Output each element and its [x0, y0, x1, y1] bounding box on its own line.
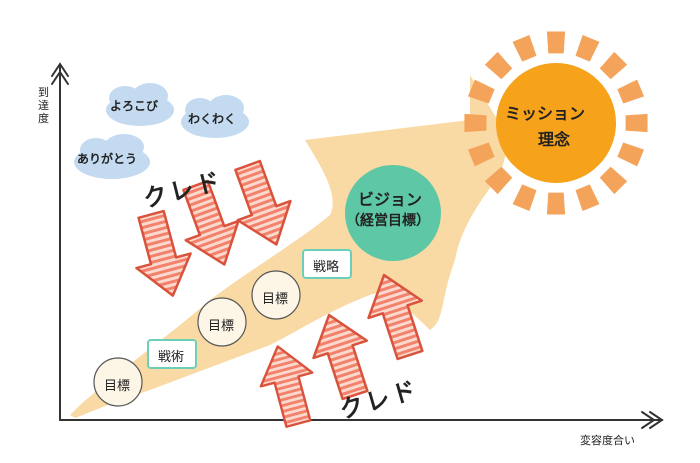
- goal-text-3: 目標: [262, 292, 289, 307]
- mission-sun: [464, 31, 648, 215]
- vision-circle: [345, 165, 441, 261]
- sun-ray: [464, 113, 487, 133]
- sun-ray: [575, 184, 600, 212]
- tactics-tag: 戦術: [158, 350, 185, 365]
- mission-subtitle: 理念: [538, 130, 571, 149]
- tags: [147, 249, 352, 369]
- sun-ray: [575, 34, 600, 62]
- sun-ray: [512, 34, 537, 62]
- sun-ray: [546, 192, 566, 215]
- cloud-yorokobi: [106, 83, 174, 126]
- sun-ray: [625, 113, 648, 133]
- sun-ray: [484, 166, 513, 195]
- sun-ray: [546, 31, 566, 54]
- vision-subtitle: （経営目標）: [346, 213, 430, 229]
- cloud-text-arigatou: ありがとう: [77, 152, 138, 166]
- cloud-text-yorokobi: よろこび: [110, 99, 159, 113]
- mission-title: ミッション: [505, 104, 586, 123]
- sun-ray: [617, 142, 645, 167]
- sun-ray: [512, 184, 537, 212]
- sun-ray: [617, 79, 645, 104]
- sun-ray: [467, 79, 495, 104]
- goal-text-2: 目標: [208, 319, 235, 334]
- y-axis-label: 到達度: [38, 86, 49, 125]
- goal-text-1: 目標: [104, 379, 131, 394]
- sun-ray: [599, 166, 628, 195]
- x-axis-label: 変容度合い: [580, 434, 635, 447]
- cloud-text-wakuwaku: わくわく: [188, 112, 237, 126]
- growth-path-shape: [70, 75, 510, 418]
- goal-circles: [93, 270, 301, 407]
- axes: [51, 62, 664, 429]
- strategy-tag: 戦略: [313, 260, 340, 275]
- sun-ray: [599, 51, 628, 80]
- cloud-arigatou: [74, 134, 150, 179]
- sun-ray: [467, 142, 495, 167]
- cloud-wakuwaku: [181, 95, 249, 138]
- vision-title: ビジョン: [358, 190, 423, 209]
- sun-ray: [484, 51, 513, 80]
